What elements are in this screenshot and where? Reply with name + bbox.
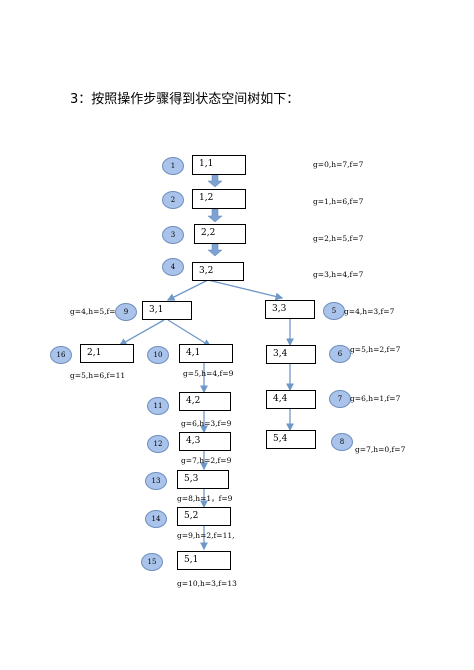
edge-9-10 bbox=[167, 319, 212, 347]
block-arrow-1 bbox=[207, 173, 223, 257]
state-box-12: 4,3 bbox=[179, 432, 231, 451]
order-circle-13: 13 bbox=[145, 472, 167, 490]
order-circle-9: 9 bbox=[115, 303, 137, 321]
state-box-10: 4,1 bbox=[179, 344, 233, 363]
state-box-2: 1,2 bbox=[192, 189, 246, 209]
cost-label-5: g=4,h=3,f=7 bbox=[344, 307, 395, 316]
cost-label-3: g=2,h=5,f=7 bbox=[313, 234, 364, 243]
cost-label-16: g=5,h=6,f=11 bbox=[70, 371, 126, 380]
state-box-11: 4,2 bbox=[179, 392, 231, 411]
order-circle-11: 11 bbox=[147, 397, 169, 415]
cost-label-14: g=9,h=2,f=11, bbox=[177, 531, 235, 540]
state-box-5: 3,3 bbox=[265, 300, 315, 319]
order-circle-4: 4 bbox=[162, 258, 184, 276]
cost-label-4: g=3,h=4,f=7 bbox=[313, 270, 364, 279]
cost-label-11: g=6,h=3,f=9 bbox=[181, 419, 232, 428]
state-box-7: 4,4 bbox=[266, 390, 316, 409]
edge-4-5 bbox=[207, 279, 284, 301]
state-box-13: 5,3 bbox=[177, 470, 229, 489]
order-circle-8: 8 bbox=[331, 433, 353, 451]
order-circle-2: 2 bbox=[162, 191, 184, 209]
order-circle-6: 6 bbox=[329, 345, 351, 363]
order-circle-1: 1 bbox=[162, 157, 184, 175]
cost-label-9: g=4,h=5,f=9 bbox=[70, 307, 121, 316]
order-circle-10: 10 bbox=[147, 346, 169, 364]
order-circle-12: 12 bbox=[147, 435, 169, 453]
heading: 3：按照操作步骤得到状态空间树如下： bbox=[70, 92, 300, 107]
cost-label-13: g=8,h=1，f=9 bbox=[177, 494, 233, 503]
state-box-3: 2,2 bbox=[194, 224, 246, 244]
edge-9-16 bbox=[118, 319, 165, 346]
cost-label-15: g=10,h=3,f=13 bbox=[177, 579, 237, 588]
order-circle-7: 7 bbox=[329, 390, 351, 408]
order-circle-3: 3 bbox=[162, 226, 184, 244]
edge-4-9 bbox=[166, 279, 209, 301]
order-circle-15: 15 bbox=[141, 553, 163, 571]
cost-label-2: g=1,h=6,f=7 bbox=[313, 197, 364, 206]
state-box-1: 1,1 bbox=[192, 155, 246, 175]
state-box-15: 5,1 bbox=[177, 551, 231, 570]
cost-label-8: g=7,h=0,f=7 bbox=[355, 445, 406, 454]
order-circle-5: 5 bbox=[323, 302, 345, 320]
cost-label-12: g=7,h=2,f=9 bbox=[181, 456, 232, 465]
state-box-16: 2,1 bbox=[80, 344, 134, 363]
cost-label-1: g=0,h=7,f=7 bbox=[313, 160, 364, 169]
state-box-14: 5,2 bbox=[177, 507, 231, 526]
order-circle-16: 16 bbox=[50, 346, 72, 364]
order-circle-14: 14 bbox=[145, 510, 167, 528]
state-box-4: 3,2 bbox=[192, 262, 244, 281]
state-box-6: 3,4 bbox=[266, 345, 316, 364]
state-box-8: 5,4 bbox=[266, 430, 316, 449]
cost-label-6: g=5,h=2,f=7 bbox=[350, 345, 401, 354]
state-box-9: 3,1 bbox=[142, 301, 192, 320]
cost-label-7: g=6,h=1,f=7 bbox=[350, 394, 401, 403]
cost-label-10: g=5,h=4,f=9 bbox=[183, 369, 234, 378]
